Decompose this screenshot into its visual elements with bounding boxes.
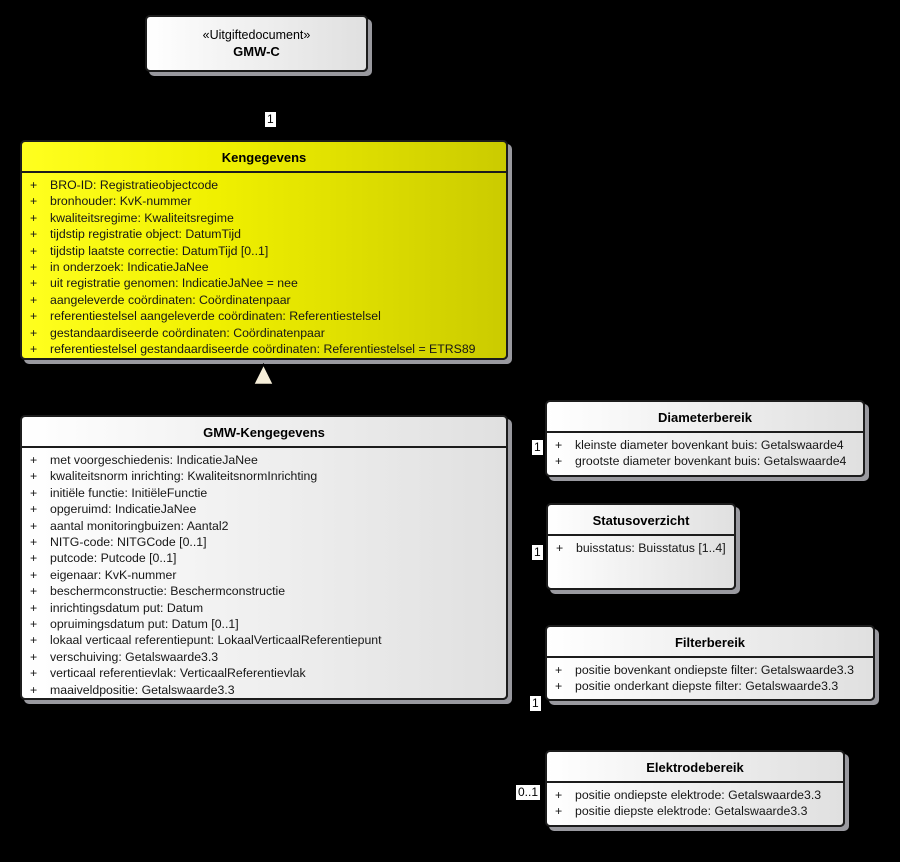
class-attribute: +tijdstip laatste correctie: DatumTijd [… xyxy=(30,243,269,258)
class-attribute: +referentiestelsel gestandaardiseerde co… xyxy=(30,342,476,357)
class-attribute: +BRO-ID: Registratieobjectcode xyxy=(30,178,219,192)
class-attribute: +aangeleverde coördinaten: Coördinatenpa… xyxy=(30,292,291,307)
connector-stub xyxy=(257,70,259,81)
class-attribute: +buisstatus: Buisstatus [1..4] xyxy=(556,541,726,555)
class-title: Filterbereik xyxy=(674,635,746,650)
class-attribute: +positie ondiepste elektrode: Getalswaar… xyxy=(555,788,822,802)
class-attribute: +opruimingsdatum put: Datum [0..1] xyxy=(30,617,239,632)
class-attribute: +inrichtingsdatum put: Datum xyxy=(30,600,204,615)
compartment-divider xyxy=(547,431,863,433)
attribute-list: +positie bovenkant ondiepste filter: Get… xyxy=(547,658,873,700)
class-box-gmw-c: «Uitgiftedocument» GMW-C xyxy=(145,15,368,72)
connector-stub xyxy=(368,698,370,709)
class-title: GMW-C xyxy=(233,44,280,59)
multiplicity-label: 1 xyxy=(532,545,543,560)
class-attribute: +kwaliteitsnorm inrichting: Kwaliteitsno… xyxy=(30,469,318,484)
class-attribute: +initiële functie: InitiëleFunctie xyxy=(30,485,208,500)
multiplicity-label: 1 xyxy=(530,696,541,711)
class-title: Elektrodebereik xyxy=(646,760,744,775)
class-attribute: +beschermconstructie: Beschermconstructi… xyxy=(30,584,286,599)
class-title: GMW-Kengegevens xyxy=(203,425,325,440)
class-box-statusoverzicht: Statusoverzicht +buisstatus: Buisstatus … xyxy=(546,503,736,590)
class-attribute: +positie bovenkant ondiepste filter: Get… xyxy=(555,663,854,677)
class-attribute: +kwaliteitsregime: Kwaliteitsregime xyxy=(30,210,234,225)
class-attribute: +referentiestelsel aangeleverde coördina… xyxy=(30,309,381,324)
attribute-list: +BRO-ID: Registratieobjectcode +bronhoude… xyxy=(22,173,506,362)
class-attribute: +uit registratie genomen: IndicatieJaNee… xyxy=(30,276,298,291)
class-attribute: +lokaal verticaal referentiepunt: Lokaal… xyxy=(30,633,382,648)
class-attribute: +bronhouder: KvK-nummer xyxy=(30,194,192,209)
class-attribute: +met voorgeschiedenis: IndicatieJaNee xyxy=(30,453,258,467)
attribute-list: +met voorgeschiedenis: IndicatieJaNee +kw… xyxy=(22,448,506,703)
class-title: Statusoverzicht xyxy=(592,513,690,528)
class-attribute: +NITG-code: NITGCode [0..1] xyxy=(30,535,207,550)
compartment-divider xyxy=(547,781,843,783)
connector-stub xyxy=(507,546,519,548)
class-attribute: +gestandaardiseerde coördinaten: Coördin… xyxy=(30,325,325,340)
class-title: Kengegevens xyxy=(221,150,307,165)
class-box-gmw-kengegevens: GMW-Kengegevens +met voorgeschiedenis: I… xyxy=(20,415,508,700)
attribute-list: +buisstatus: Buisstatus [1..4] xyxy=(548,536,734,561)
class-attribute: +grootste diameter bovenkant buis: Getal… xyxy=(555,454,847,469)
connector-stub xyxy=(507,682,519,684)
class-attribute: +aantal monitoringbuizen: Aantal2 xyxy=(30,518,229,533)
class-attribute: +opgeruimd: IndicatieJaNee xyxy=(30,502,197,517)
class-attribute: +kleinste diameter bovenkant buis: Getal… xyxy=(555,438,844,452)
multiplicity-label: 0..1 xyxy=(516,785,541,800)
class-stereotype: «Uitgiftedocument» xyxy=(202,28,311,42)
class-attribute: +putcode: Putcode [0..1] xyxy=(30,551,177,566)
class-attribute: +positie onderkant diepste filter: Getal… xyxy=(555,679,839,694)
class-box-diameterbereik: Diameterbereik +kleinste diameter bovenk… xyxy=(545,400,865,477)
connector-stub xyxy=(507,441,519,443)
class-attribute: +eigenaar: KvK-nummer xyxy=(30,567,177,582)
multiplicity-label: 1 xyxy=(532,440,543,455)
compartment-divider xyxy=(22,446,506,448)
multiplicity-label: 1 xyxy=(265,112,276,127)
class-attribute: +tijdstip registratie object: DatumTijd xyxy=(30,227,241,242)
class-box-elektrodebereik: Elektrodebereik +positie ondiepste elekt… xyxy=(545,750,845,827)
class-box-kengegevens: Kengegevens +BRO-ID: Registratieobjectco… xyxy=(20,140,508,360)
class-attribute: +maaiveldpositie: Getalswaarde3.3 xyxy=(30,682,235,697)
connector-stub xyxy=(254,131,256,141)
attribute-list: +positie ondiepste elektrode: Getalswaar… xyxy=(547,783,843,825)
class-attribute: +positie diepste elektrode: Getalswaarde… xyxy=(555,804,808,819)
compartment-divider xyxy=(547,656,873,658)
attribute-list: +kleinste diameter bovenkant buis: Getal… xyxy=(547,433,863,475)
compartment-divider xyxy=(548,534,734,536)
class-attribute: +verticaal referentievlak: VerticaalRefe… xyxy=(30,666,306,681)
class-box-filterbereik: Filterbereik +positie bovenkant ondiepst… xyxy=(545,625,875,701)
class-attribute: +verschuiving: Getalswaarde3.3 xyxy=(30,649,219,664)
class-title: Diameterbereik xyxy=(658,410,752,425)
generalization-arrow-icon xyxy=(252,363,275,386)
compartment-divider xyxy=(22,171,506,173)
class-attribute: +in onderzoek: IndicatieJaNee xyxy=(30,260,209,275)
